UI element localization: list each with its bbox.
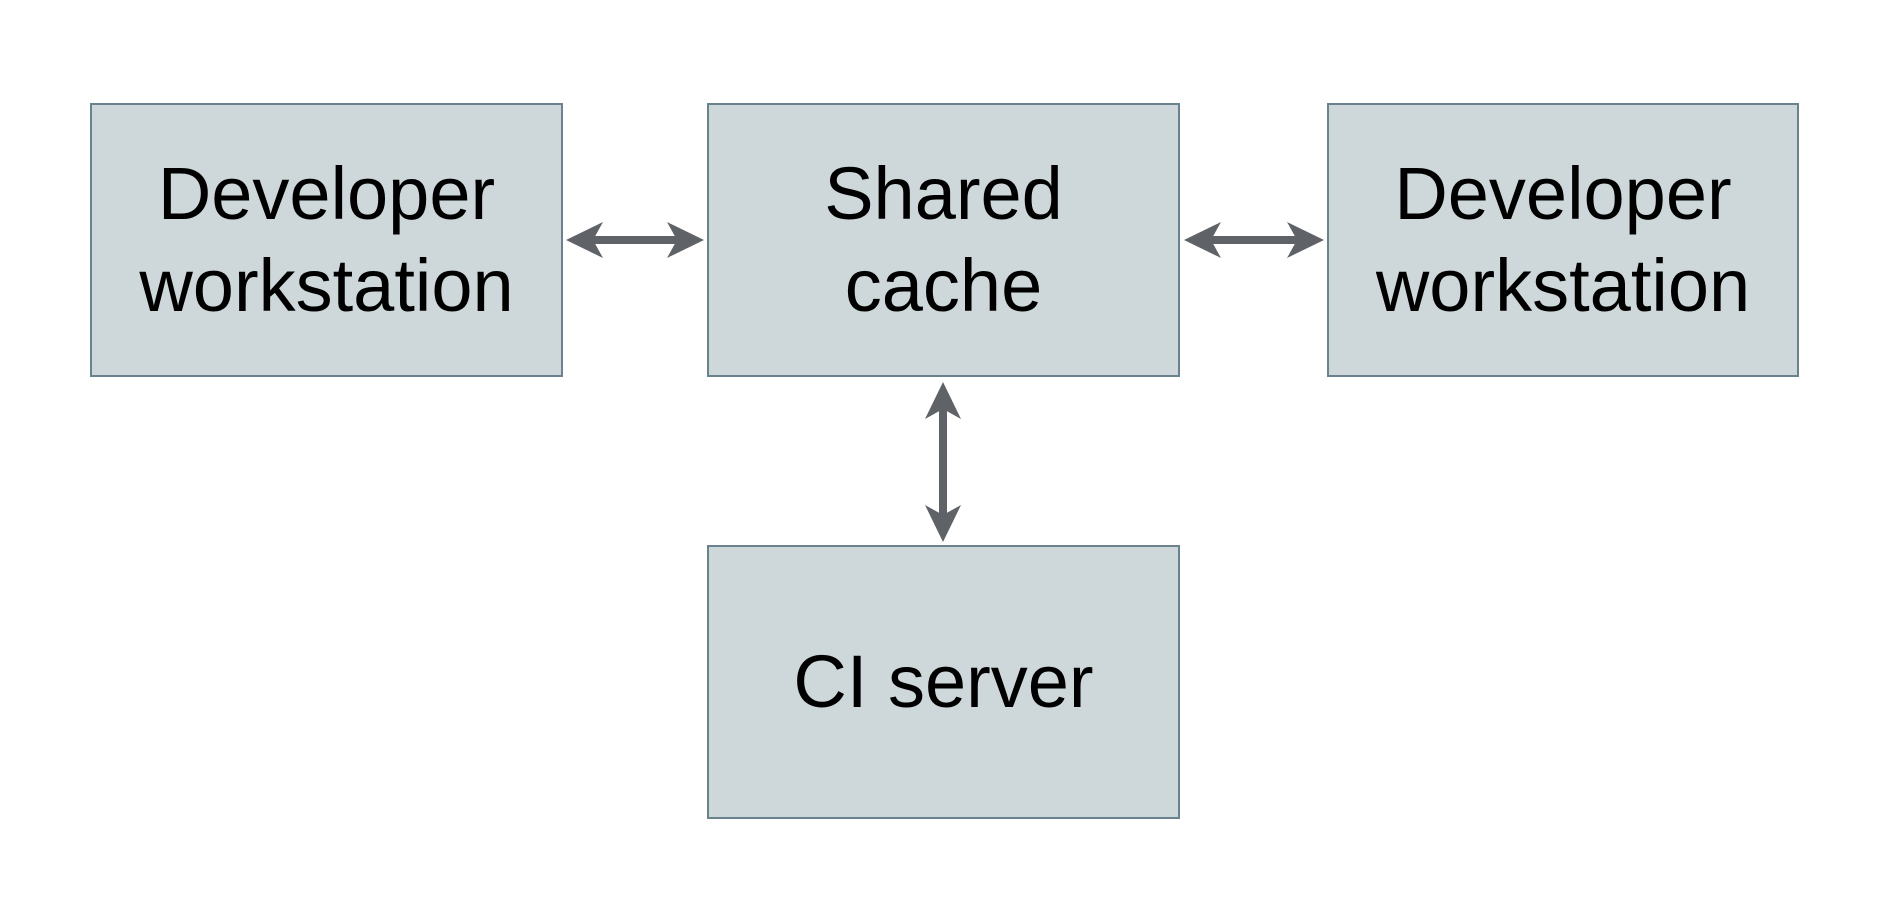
node-shared-cache: Shared cache [707,103,1180,377]
arrow-left-workstation-shared-cache [566,222,704,258]
arrow-shared-cache-right-workstation [1184,222,1324,258]
node-ci-server: CI server [707,545,1180,819]
node-label: Developer workstation [139,152,514,327]
arrow-shared-cache-ci-server [925,382,961,542]
node-label: CI server [793,640,1094,723]
node-label: Developer workstation [1375,152,1751,327]
node-developer-workstation-left: Developer workstation [90,103,563,377]
node-label: Shared cache [824,152,1063,327]
node-developer-workstation-right: Developer workstation [1327,103,1799,377]
